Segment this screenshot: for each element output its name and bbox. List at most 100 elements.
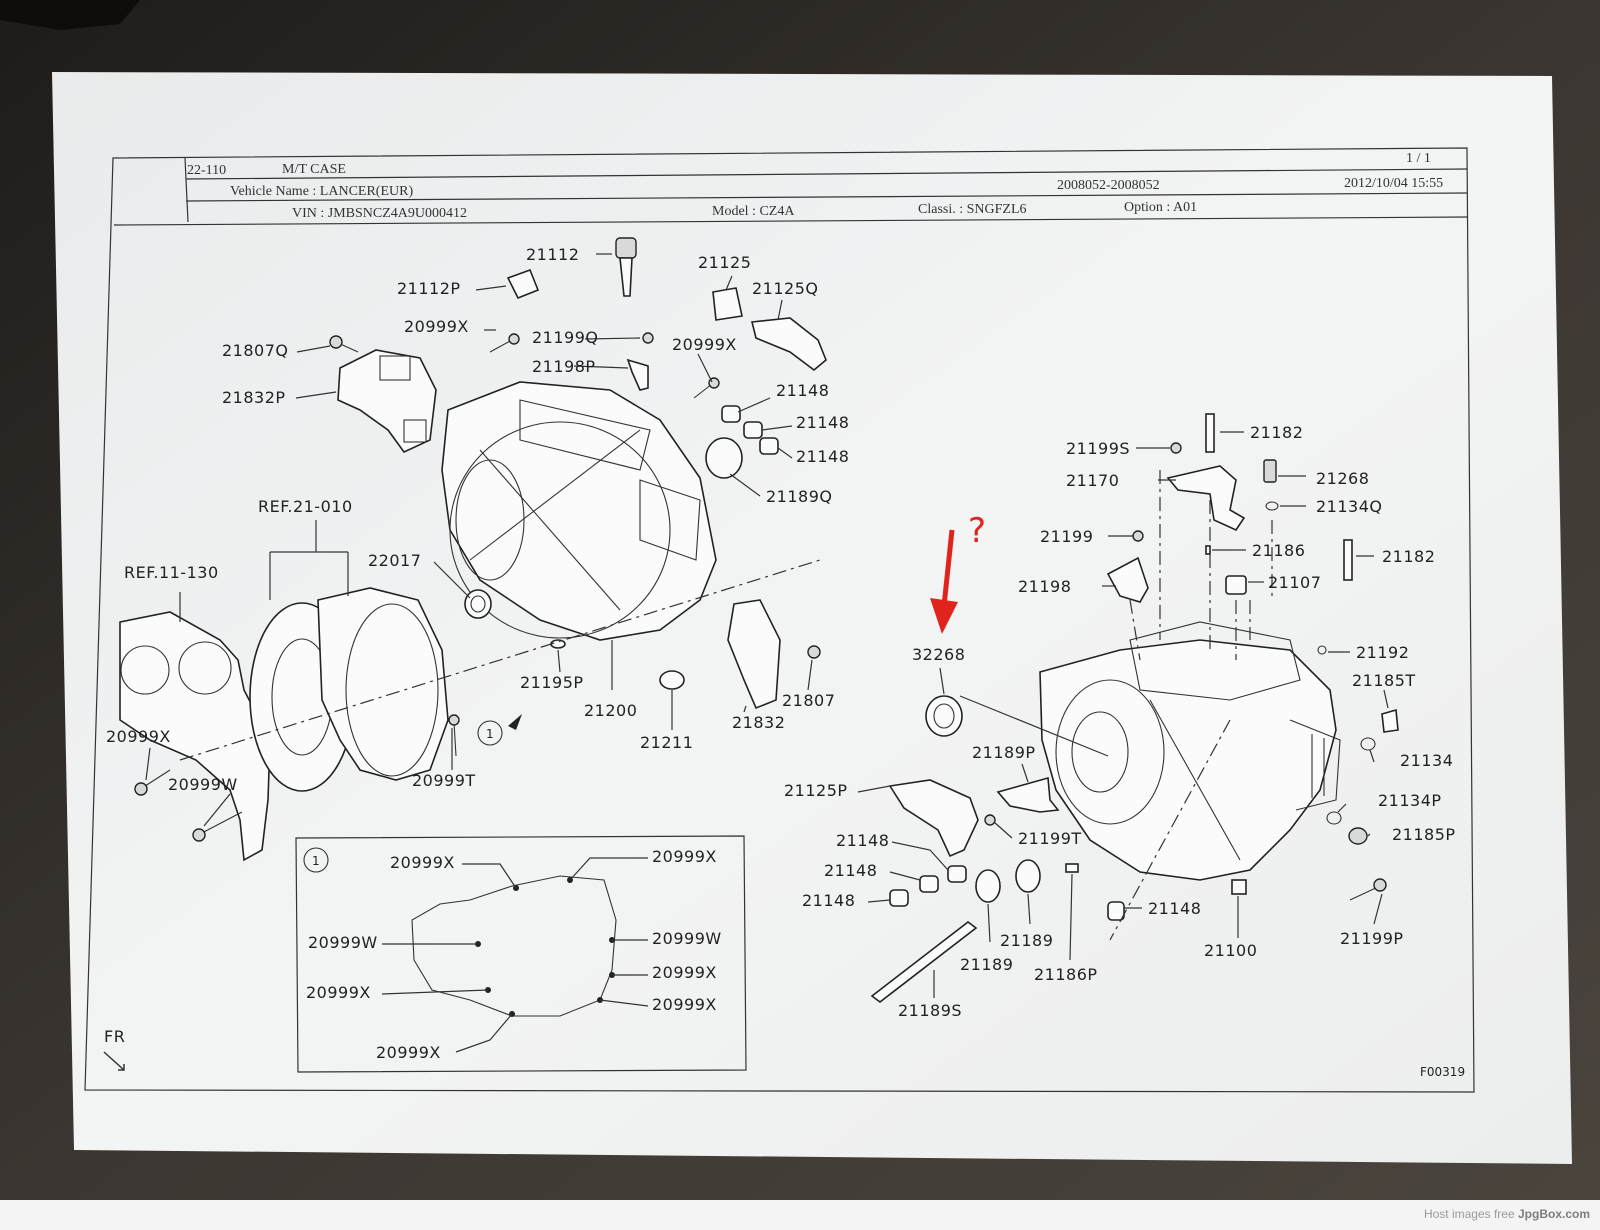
- bolt-21807: [807, 645, 821, 659]
- inset-callout-circle: [303, 847, 329, 873]
- gasket-21125P: [888, 779, 979, 858]
- callout-circle-left: [477, 720, 503, 746]
- transmission-case-assembly: [857, 413, 1399, 1004]
- label-21195P: 21195P: [520, 673, 584, 692]
- bushing-21148-c: [759, 437, 779, 455]
- model: Model : CZ4A: [712, 204, 795, 219]
- inset-label-4: 20999W: [652, 929, 722, 948]
- inset-label-5: 20999X: [306, 983, 371, 1002]
- left-axis-line: [179, 559, 821, 761]
- option: Option : A01: [1124, 200, 1197, 215]
- page-number: 1 / 1: [1406, 151, 1431, 166]
- bolt-21199P: [1373, 878, 1387, 892]
- red-arrow: [941, 529, 955, 607]
- dipstick-cap: [615, 237, 637, 259]
- plug-21211: [659, 670, 685, 690]
- date-range: 2008052-2008052: [1057, 178, 1160, 193]
- inset-label-2: 20999X: [652, 847, 717, 866]
- pin-21182-b: [1343, 539, 1353, 581]
- label-21199Q: 21199Q: [532, 328, 599, 347]
- label-21268: 21268: [1316, 469, 1369, 488]
- label-21125Q: 21125Q: [752, 279, 819, 298]
- rod-21189S: [870, 920, 978, 1004]
- print-datetime: 2012/10/04 15:55: [1344, 176, 1443, 191]
- label-21148-b: 21148: [796, 413, 849, 432]
- red-annotation: ?: [930, 511, 986, 634]
- bolt-21199: [1132, 530, 1144, 542]
- label-21148-e: 21148: [824, 861, 877, 880]
- label-21112: 21112: [526, 245, 579, 264]
- bell-cover-ring: [345, 603, 439, 777]
- label-21148-f: 21148: [802, 891, 855, 910]
- label-21189S: 21189S: [898, 1001, 962, 1020]
- label-21211: 21211: [640, 733, 693, 752]
- oring-21134: [1360, 737, 1376, 751]
- dark-corner: [0, 0, 140, 30]
- sensor-21268: [1263, 459, 1277, 483]
- label-21148-d: 21148: [836, 831, 889, 850]
- label-21107: 21107: [1268, 573, 1321, 592]
- inset-frame: [295, 835, 747, 1073]
- label-21125P: 21125P: [784, 781, 848, 800]
- bushing-21148-a: [721, 405, 741, 423]
- bushing-21148-e: [919, 875, 939, 893]
- label-21182-a: 21182: [1250, 423, 1303, 442]
- label-21198P: 21198P: [532, 357, 596, 376]
- clutch-housing: [441, 381, 717, 641]
- inset-bolt-pattern: 1 20999X 20999X 20999W 20999W 20999X 209…: [295, 835, 747, 1073]
- label-21112P: 21112P: [397, 279, 461, 298]
- label-21189P: 21189P: [972, 743, 1036, 762]
- bushing-21148-g: [1107, 901, 1125, 921]
- diagram-svg: 22-110 M/T CASE 1 / 1 Vehicle Name : LAN…: [0, 0, 1600, 1200]
- paper-sheet: [52, 72, 1572, 1164]
- ring-21192: [1317, 645, 1327, 655]
- front-arrow-icon: [103, 1051, 125, 1071]
- bracket-21832P: [337, 349, 437, 454]
- engine-plate-outline: [119, 611, 271, 862]
- front-indicator-label: FR: [104, 1027, 125, 1046]
- callout-1-left: 1: [486, 727, 494, 741]
- left-part-labels: 21112 21112P 21125 21125Q 20999X 21199Q …: [106, 245, 849, 794]
- right-part-labels: 21182 21199S 21170 21268 21134Q 21199 21…: [784, 423, 1455, 1020]
- label-22017: 22017: [368, 551, 421, 570]
- classi: Classi. : SNGFZL6: [918, 202, 1027, 217]
- plate-21189Q: [705, 437, 743, 479]
- label-20999T: 20999T: [412, 771, 476, 790]
- label-21185T: 21185T: [1352, 671, 1416, 690]
- label-20999X-c: 20999X: [106, 727, 171, 746]
- label-21100: 21100: [1204, 941, 1257, 960]
- pin-21182-a: [1205, 413, 1215, 453]
- label-21807: 21807: [782, 691, 835, 710]
- watermark-brand[interactable]: JpgBox.com: [1517, 1207, 1590, 1221]
- drawing-footer: FR F00319: [103, 1027, 1465, 1079]
- case-front-bore-inner: [1071, 711, 1129, 793]
- label-20999X-a: 20999X: [404, 317, 469, 336]
- inset-label-7: 20999X: [652, 995, 717, 1014]
- label-21200: 21200: [584, 701, 637, 720]
- label-21199T: 21199T: [1018, 829, 1082, 848]
- host-watermark[interactable]: Host images free JpgBox.com: [1424, 1207, 1590, 1221]
- bolt-21807Q: [329, 335, 343, 349]
- label-21192: 21192: [1356, 643, 1409, 662]
- engine-plate-hole-right: [178, 641, 232, 695]
- bracket-21189P: [996, 776, 1060, 813]
- label-21189-a: 21189: [1000, 931, 1053, 950]
- bracket-21198P: [626, 358, 649, 391]
- seal-32268: [925, 695, 963, 737]
- plate-21125: [712, 287, 743, 321]
- watermark-prefix: Host images free: [1423, 1207, 1518, 1221]
- seal-22017: [464, 589, 492, 619]
- label-20999W: 20999W: [168, 775, 238, 794]
- housing-rib-side: [639, 479, 701, 561]
- transmission-case: [1039, 639, 1337, 881]
- label-ref-11-130: REF.11-130: [124, 563, 219, 582]
- bracket-21198: [1106, 556, 1149, 603]
- vin: VIN : JMBSNCZ4A9U000412: [292, 206, 467, 221]
- direction-arrow: [508, 714, 522, 730]
- host-footer-bar: [0, 1200, 1600, 1230]
- label-21189Q: 21189Q: [766, 487, 833, 506]
- label-21199: 21199: [1040, 527, 1093, 546]
- bolt-21199S: [1170, 442, 1182, 454]
- label-21134Q: 21134Q: [1316, 497, 1383, 516]
